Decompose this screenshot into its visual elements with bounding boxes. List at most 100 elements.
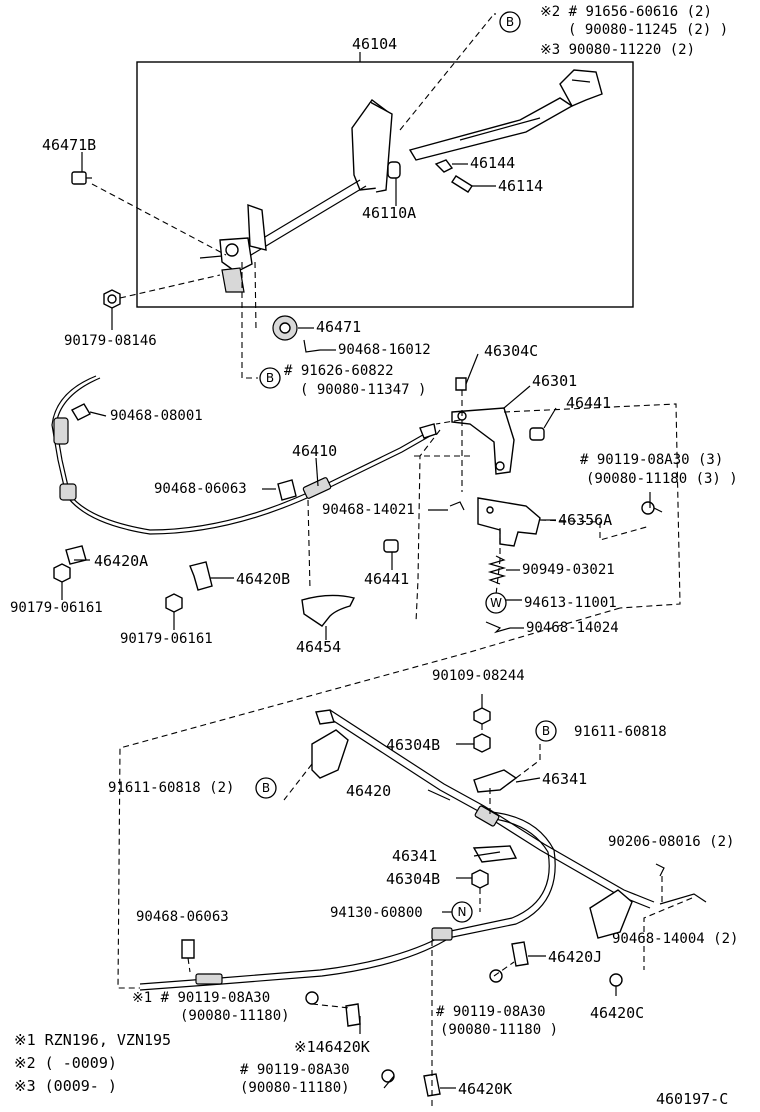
bracket-46356A-drawing [477, 497, 541, 547]
label-46420J: 46420J [548, 948, 602, 966]
callout-n-text: N [458, 905, 467, 919]
callout-w: W [485, 592, 507, 614]
label-91611-60818-a: 91611-60818 [574, 724, 667, 740]
label-90179-06161-b: 90179-06161 [120, 631, 213, 647]
bracket-right-lower [589, 889, 707, 939]
label-46104: 46104 [352, 35, 397, 53]
callout-b-mid: B [259, 367, 281, 389]
plate-46341-b [472, 845, 518, 863]
label-91611-60818-b: 91611-60818 (2) [108, 780, 234, 796]
label-90468-14021: 90468-14021 [322, 502, 415, 518]
footnote-1: ※1 RZN196, VZN195 [14, 1031, 171, 1049]
pedal-lever-drawing [199, 99, 393, 293]
callout-b-lower-left-text: B [262, 781, 270, 795]
label-90206-08016: 90206-08016 (2) [608, 834, 734, 850]
clamp-90468-06063-b [181, 939, 195, 959]
nut-90179-06161-b [165, 593, 183, 613]
label-b-note-mid-l1: # 91626-60822 [284, 363, 394, 379]
label-46110A: 46110A [362, 204, 416, 222]
label-46341-b: 46341 [392, 847, 437, 865]
plate-46341-a [473, 769, 518, 793]
diagram-id: 460197-C [656, 1090, 728, 1108]
label-90949-03021: 90949-03021 [522, 562, 615, 578]
callout-b-lower-right-text: B [542, 724, 550, 738]
label-star1-l2: (90080-11180) [180, 1008, 290, 1024]
label-90468-06063-b: 90468-06063 [136, 909, 229, 925]
label-46420B: 46420B [236, 570, 290, 588]
boot-46441-b [383, 539, 399, 553]
clip-90468-14024 [485, 621, 511, 634]
callout-b-top: B [499, 11, 521, 33]
bracket-46301-drawing [451, 377, 515, 475]
clamp-46420A [65, 545, 87, 565]
nut-90179-06161-a [53, 563, 71, 583]
label-46420K: 46420K [458, 1080, 512, 1098]
label-star1-l1: ※1 # 90119-08A30 [132, 990, 270, 1006]
assembly-box-46104 [136, 61, 634, 308]
label-46301: 46301 [532, 372, 577, 390]
label-90468-06063-a: 90468-06063 [154, 481, 247, 497]
label-90119-c-l1: # 90119-08A30 [240, 1062, 350, 1078]
bolt-46471B [71, 171, 92, 185]
label-b-note-top-l1: ※2 # 91656-60616 (2) [540, 4, 712, 20]
label-90179-08146: 90179-08146 [64, 333, 157, 349]
label-46420C: 46420C [590, 1004, 644, 1022]
label-46420: 46420 [346, 782, 391, 800]
callout-b-mid-text: B [266, 371, 274, 385]
release-rod-drawing [387, 69, 603, 193]
label-46441-a: 46441 [566, 394, 611, 412]
label-46304C: 46304C [484, 342, 538, 360]
boot-46441-a [529, 427, 545, 441]
clip-90468-08001 [71, 403, 91, 421]
label-46454: 46454 [296, 638, 341, 656]
callout-n: N [451, 901, 473, 923]
bracket-left-lower [311, 729, 349, 779]
label-146420K: ※146420K [294, 1038, 370, 1056]
bushing-46471 [272, 315, 298, 341]
label-46304B-b: 46304B [386, 870, 440, 888]
bolt-90119-b [489, 969, 503, 983]
bolt-90119-star1 [305, 991, 319, 1005]
label-90468-08001: 90468-08001 [110, 408, 203, 424]
label-b-note-top-l2: ( 90080-11245 (2) ) [568, 22, 728, 38]
bolt-90119-a [641, 501, 663, 515]
callout-b-top-text: B [506, 15, 514, 29]
callout-b-lower-right: B [535, 720, 557, 742]
nut-46304B-b [471, 869, 489, 889]
label-46410: 46410 [292, 442, 337, 460]
clamp-146420K [345, 1003, 361, 1027]
bolt-46420C [609, 973, 623, 996]
label-46471: 46471 [316, 318, 361, 336]
label-46144: 46144 [470, 154, 515, 172]
label-46341-a: 46341 [542, 770, 587, 788]
label-90119-b-l1: # 90119-08A30 [436, 1004, 546, 1020]
cable-46410-drawing [51, 375, 437, 535]
label-90179-06161-a: 90179-06161 [10, 600, 103, 616]
bolt-90109-08244 [473, 694, 491, 725]
label-90468-14024: 90468-14024 [526, 620, 619, 636]
clip-90468-16012 [303, 339, 321, 353]
label-90119-c-l2: (90080-11180) [240, 1080, 350, 1096]
label-94613-11001: 94613-11001 [524, 595, 617, 611]
label-90468-16012: 90468-16012 [338, 342, 431, 358]
cover-46454 [301, 594, 356, 627]
label-46304B-a: 46304B [386, 736, 440, 754]
clamp-90468-06063 [277, 479, 297, 501]
label-90119-a-l2: (90080-11180 (3) ) [586, 471, 738, 487]
footnote-3: ※3 (0009- ) [14, 1077, 117, 1095]
label-90109-08244: 90109-08244 [432, 668, 525, 684]
label-46356A: 46356A [558, 511, 612, 529]
clip-90468-14021 [449, 501, 465, 511]
spring-90949-03021 [487, 555, 507, 585]
label-90119-b-l2: (90080-11180 ) [440, 1022, 558, 1038]
label-46114: 46114 [498, 177, 543, 195]
label-90119-a-l1: # 90119-08A30 (3) [580, 452, 723, 468]
bolt-90119-c [381, 1069, 395, 1083]
clamp-46420J [511, 941, 529, 967]
label-b-note-top-l3: ※3 90080-11220 (2) [540, 42, 695, 58]
label-46420A: 46420A [94, 552, 148, 570]
label-90468-14004: 90468-14004 (2) [612, 931, 738, 947]
callout-b-lower-left: B [255, 777, 277, 799]
label-46441-b: 46441 [364, 570, 409, 588]
